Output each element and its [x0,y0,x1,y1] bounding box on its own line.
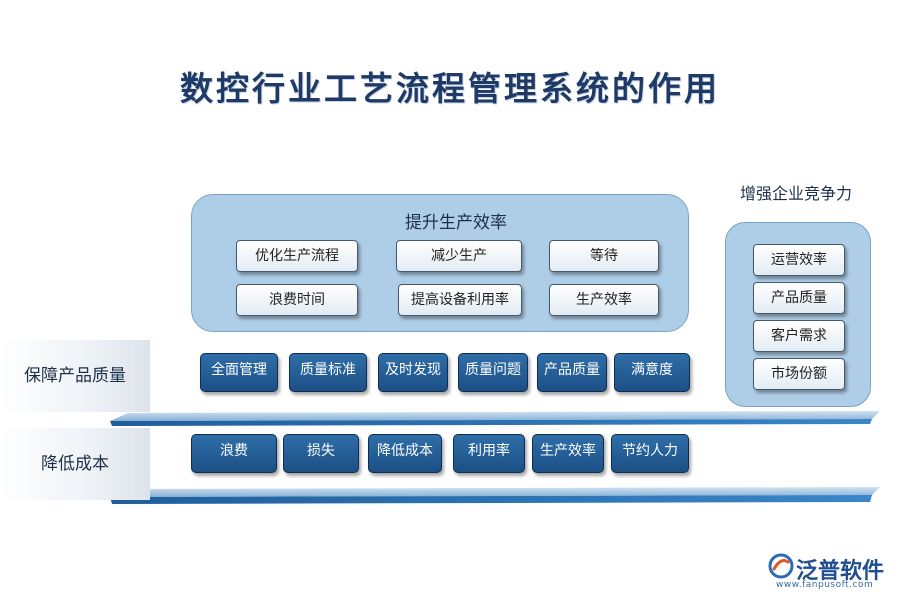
cost-item: 浪费 [191,434,277,473]
quality-platform-edge [110,419,872,426]
cost-item: 利用率 [453,434,525,473]
competitiveness-item: 运营效率 [753,244,845,276]
efficiency-item: 提高设备利用率 [398,284,522,316]
cost-platform-top [110,487,880,497]
cost-item: 降低成本 [368,434,442,473]
quality-item: 产品质量 [537,353,607,392]
quality-row-label: 保障产品质量 [0,340,150,412]
cost-item: 节约人力 [611,434,689,473]
competitiveness-item: 客户需求 [753,320,845,352]
logo-name: 泛普软件 [796,559,885,584]
cost-row-label: 降低成本 [0,428,150,500]
efficiency-item: 减少生产 [396,240,522,272]
efficiency-item: 生产效率 [549,284,659,316]
page-title: 数控行业工艺流程管理系统的作用 [180,69,720,108]
quality-platform-top [110,411,880,421]
efficiency-item: 等待 [549,240,659,272]
cost-item: 损失 [283,434,359,473]
cost-item: 生产效率 [532,434,604,473]
efficiency-panel-label: 提升生产效率 [405,213,507,233]
quality-item: 质量问题 [458,353,528,392]
competitiveness-item: 产品质量 [753,282,845,314]
cost-platform-edge [110,495,872,504]
quality-item: 满意度 [614,353,690,392]
quality-item: 质量标准 [289,353,367,392]
fanpu-logo-icon [768,553,794,579]
quality-item: 全面管理 [200,353,278,392]
quality-item: 及时发现 [378,353,448,392]
efficiency-item: 浪费时间 [236,284,358,316]
competitiveness-panel-label: 增强企业竞争力 [740,184,853,203]
competitiveness-item: 市场份额 [753,358,845,390]
logo-url: www.fanpusoft.com [776,580,874,590]
efficiency-item: 优化生产流程 [236,240,358,272]
